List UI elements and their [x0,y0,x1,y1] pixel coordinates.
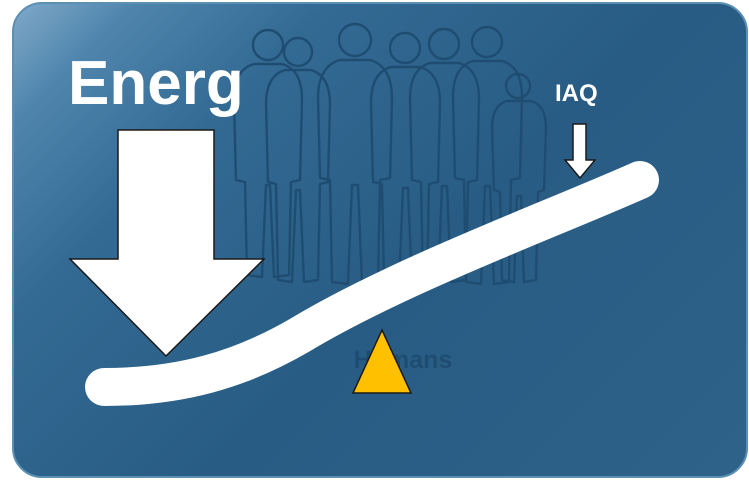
person-silhouette [490,72,548,284]
iaq-arrow-icon [563,123,597,180]
people-group-icon [232,22,548,286]
iaq-label: IAQ [555,80,598,107]
person-silhouette [232,28,304,279]
fulcrum-triangle-icon [351,328,413,394]
seesaw-beam [85,161,659,406]
person-silhouette [451,25,524,286]
person-silhouette [369,31,442,286]
energy-label: Energ [68,49,244,118]
person-silhouette [264,36,332,284]
person-silhouette [408,27,481,284]
energy-arrow-icon [68,129,266,358]
